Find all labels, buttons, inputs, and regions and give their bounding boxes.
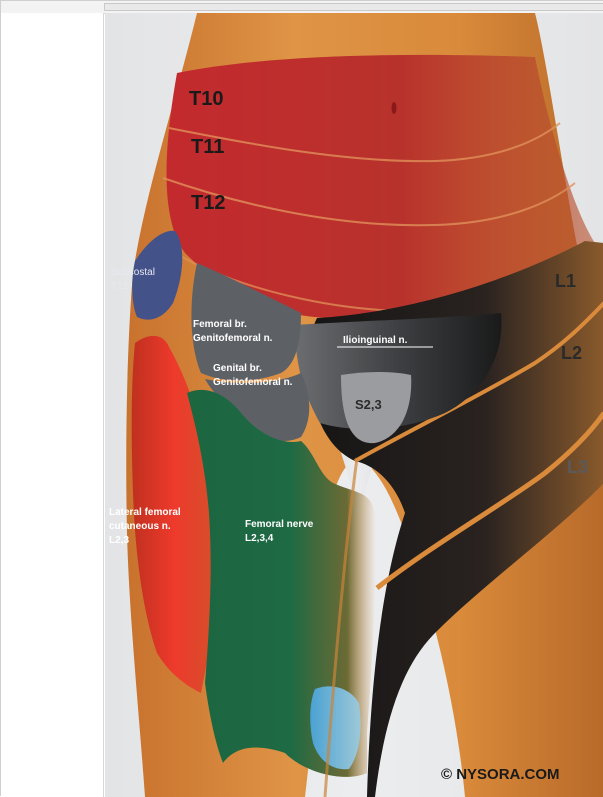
dermatome-figure: T10 T11 T12 L1 L2 L3 S2,3 Subcostal T12 … (105, 13, 603, 797)
label-subcostal-2: T12 (111, 281, 129, 292)
label-l2: L2 (561, 343, 582, 363)
label-lateral-1: Lateral femoral (109, 507, 181, 518)
label-t11: T11 (191, 136, 224, 158)
label-t10: T10 (189, 88, 223, 110)
label-ilioinguinal: Ilioinguinal n. (343, 335, 408, 346)
label-lateral-2: cutaneous n. (109, 521, 171, 532)
left-empty-column (1, 13, 104, 797)
label-s23: S2,3 (355, 397, 382, 412)
navel (392, 102, 397, 114)
label-l3: L3 (567, 457, 588, 477)
label-subcostal-1: Subcostal (111, 267, 155, 278)
label-femoral-br-2: Genitofemoral n. (193, 333, 273, 344)
watermark: © NYSORA.COM (441, 766, 560, 783)
dermatome-illustration: T10 T11 T12 L1 L2 L3 S2,3 Subcostal T12 … (105, 13, 603, 797)
label-femoral-br-1: Femoral br. (193, 319, 247, 330)
label-genital-br-1: Genital br. (213, 363, 262, 374)
label-femoral-1: Femoral nerve (245, 519, 314, 530)
label-lateral-3: L2,3 (109, 535, 129, 546)
label-genital-br-2: Genitofemoral n. (213, 377, 293, 388)
label-t12: T12 (191, 192, 225, 214)
label-femoral-2: L2,3,4 (245, 533, 274, 544)
label-l1: L1 (555, 271, 576, 291)
top-border-inner (104, 3, 603, 11)
